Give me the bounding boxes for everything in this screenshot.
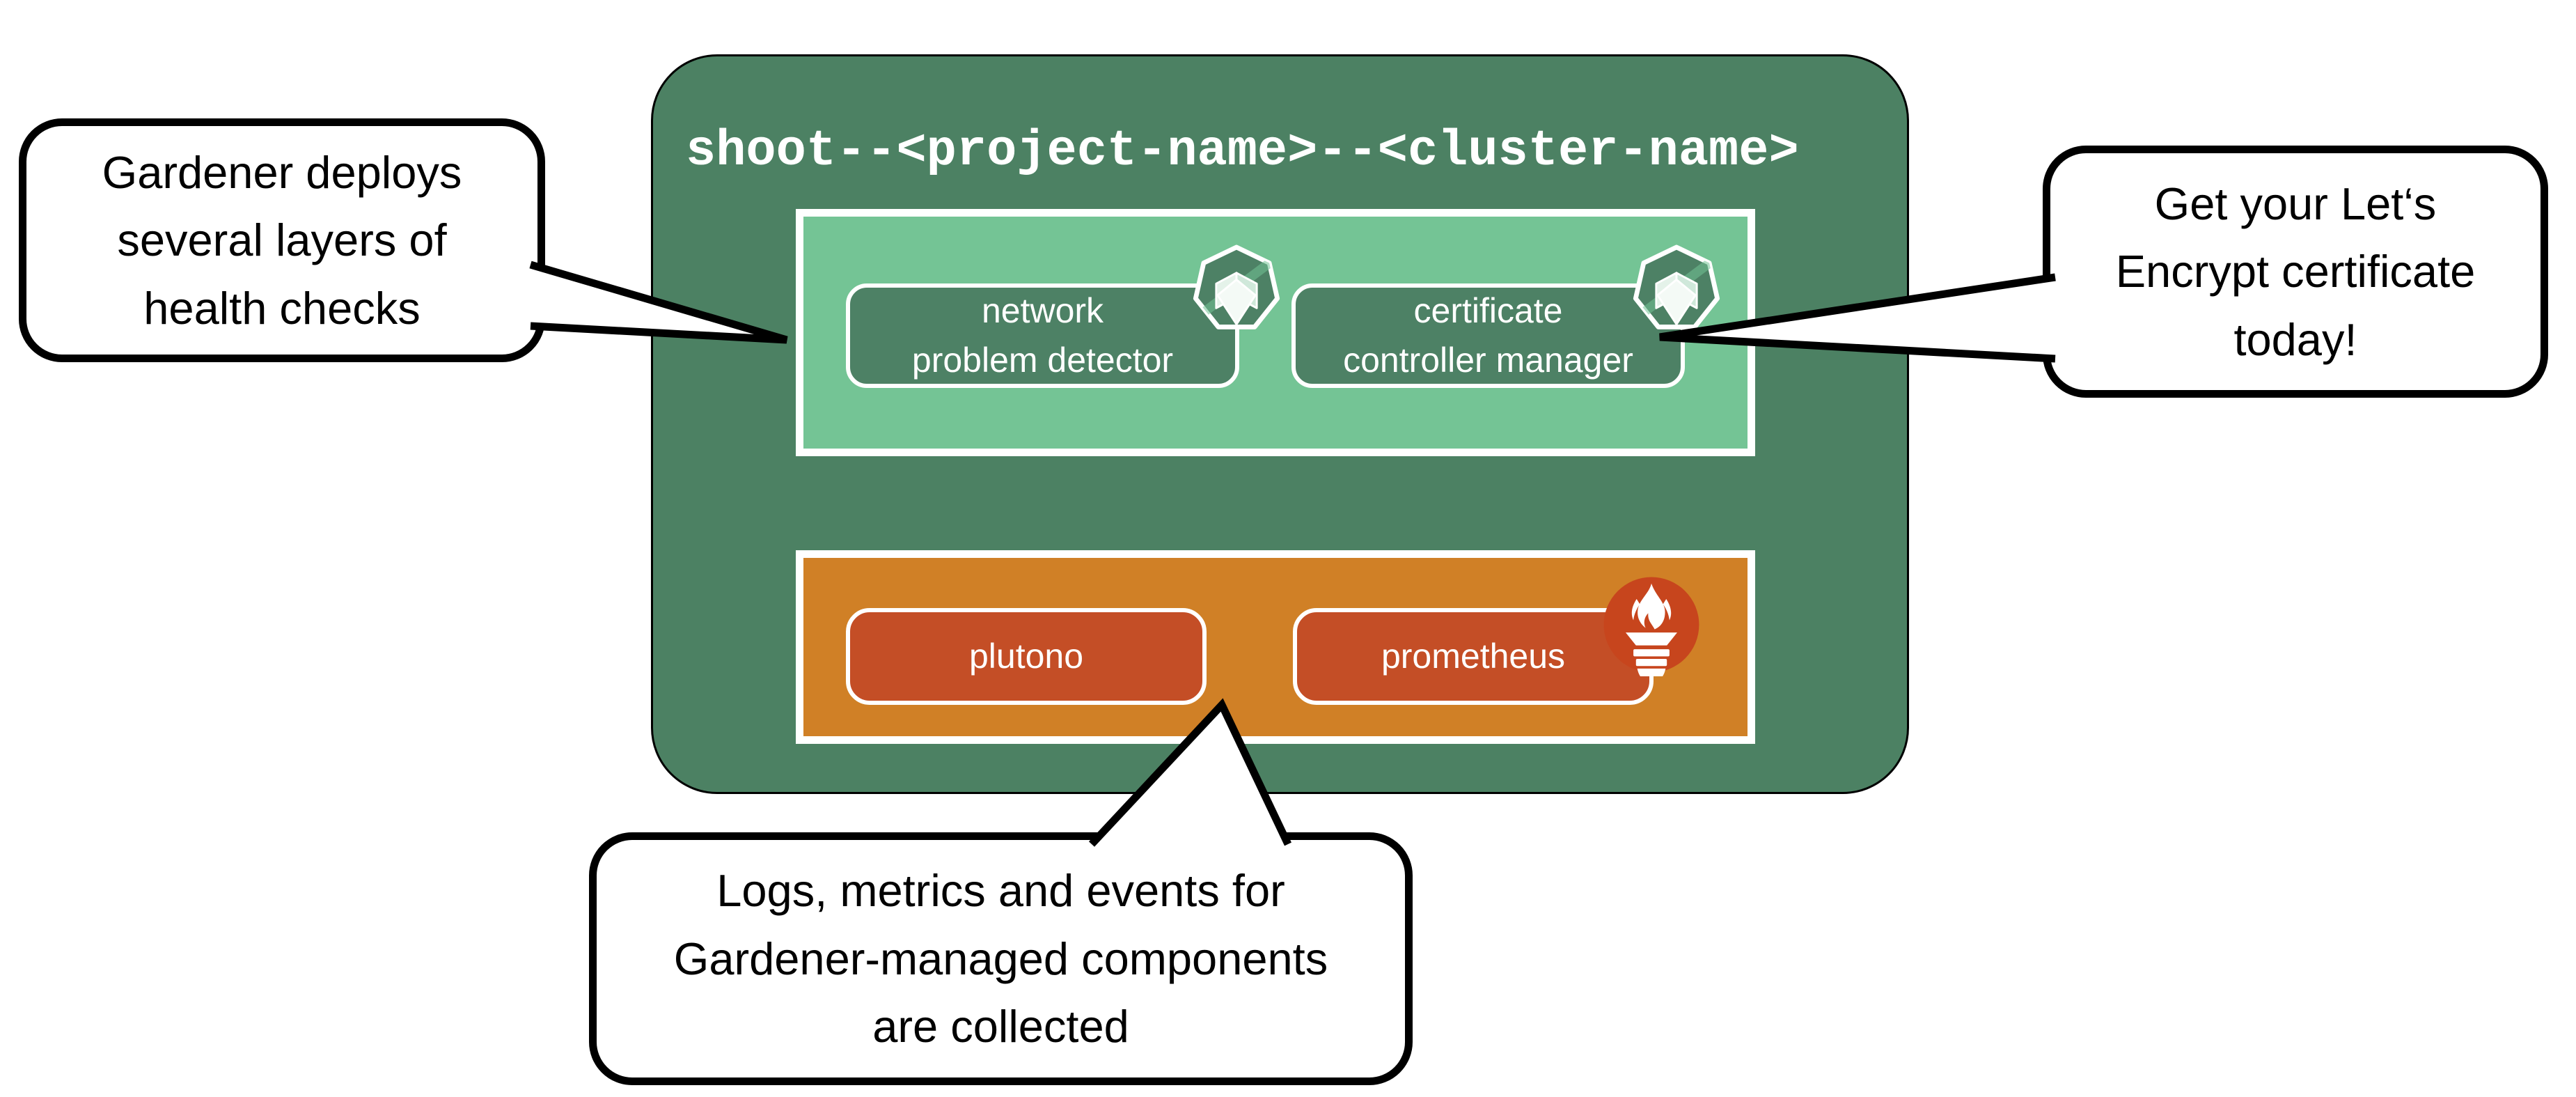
- component-label-line: plutono: [968, 637, 1084, 676]
- component-plutono: plutono: [846, 608, 1207, 705]
- callout-text-line: today!: [2233, 313, 2357, 365]
- callout-text-line: Get your Let‘s: [2154, 178, 2437, 229]
- prometheus-flame-icon: [1603, 577, 1699, 676]
- callout-health-checks: Gardener deploys several layers of healt…: [19, 118, 545, 362]
- callout-text-line: Gardener-managed components: [673, 933, 1328, 984]
- component-prometheus: prometheus: [1293, 608, 1654, 705]
- component-network-problem-detector: network problem detector: [846, 283, 1239, 388]
- component-label-line: certificate: [1413, 291, 1563, 330]
- callout-text-line: Encrypt certificate: [2115, 246, 2476, 297]
- callout-lets-encrypt: Get your Let‘s Encrypt certificate today…: [2043, 146, 2548, 398]
- callout-logs-metrics: Logs, metrics and events for Gardener-ma…: [589, 832, 1413, 1085]
- callout-text-line: health checks: [143, 282, 421, 334]
- callout-text-line: several layers of: [117, 215, 447, 266]
- callout-text-line: are collected: [872, 1001, 1129, 1052]
- gardener-logo-icon: [1633, 244, 1720, 329]
- component-label-line: controller manager: [1343, 341, 1633, 380]
- gardener-logo-icon: [1193, 244, 1280, 329]
- component-label-line: prometheus: [1381, 637, 1566, 676]
- callout-text-line: Logs, metrics and events for: [716, 865, 1285, 917]
- cluster-title: shoot--<project-name>--<cluster-name>: [686, 123, 1799, 180]
- component-label-line: network: [981, 291, 1104, 330]
- callout-text-line: Gardener deploys: [102, 146, 462, 198]
- component-label-line: problem detector: [911, 341, 1174, 380]
- component-certificate-controller-manager: certificate controller manager: [1291, 283, 1685, 388]
